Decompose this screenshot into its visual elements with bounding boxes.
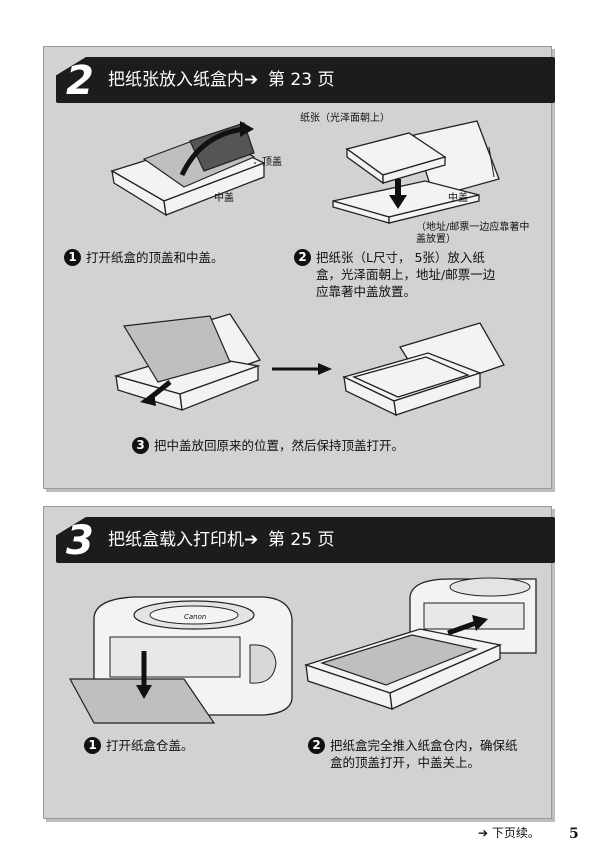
canon-logo: Canon — [184, 613, 206, 621]
step-number-badge: 2 — [294, 249, 311, 266]
page-number: 5 — [569, 826, 579, 842]
step-3-2-text: 把纸盒完全推入纸盒仓内，确保纸 盒的顶盖打开，中盖关上。 — [330, 738, 518, 770]
step-3-page-ref: 第 25 页 — [268, 530, 335, 550]
arrow-right-icon: ➔ — [478, 826, 489, 840]
cassette-open-covers-illustration — [110, 121, 266, 217]
step-3-title: 把纸盒载入打印机 — [108, 530, 244, 550]
label-top-cover: 顶盖 — [262, 157, 282, 168]
insert-cassette-illustration — [303, 577, 537, 710]
label-address-note: （地址/邮票一边应靠著中 盖放置） — [416, 222, 530, 245]
step-2-panel: 2 把纸张放入纸盒内 ➔ 第 23 页 顶盖 中盖 纸张（光泽面朝上） 中盖 （… — [43, 46, 555, 489]
printer-compartment-open-illustration: Canon — [68, 596, 293, 724]
step-2-2-text: 把纸张（L尺寸， 5张）放入纸 盒，光泽面朝上，地址/邮票一边 应靠著中盖放置。 — [316, 250, 496, 299]
paper-insert-illustration — [332, 120, 500, 224]
step-2-header: 2 把纸张放入纸盒内 ➔ 第 23 页 — [56, 57, 555, 103]
step-3-number: 3 — [66, 518, 94, 564]
step-2-page-ref: 第 23 页 — [268, 70, 335, 90]
step-2-3-text: 把中盖放回原来的位置，然后保持顶盖打开。 — [154, 438, 405, 453]
step-number-badge: 1 — [84, 737, 101, 754]
step-number-badge: 3 — [132, 437, 149, 454]
step-2-number: 2 — [66, 58, 94, 104]
step-number-badge: 1 — [64, 249, 81, 266]
label-paper: 纸张（光泽面朝上） — [300, 113, 390, 124]
step-2-1-text: 打开纸盒的顶盖和中盖。 — [86, 250, 224, 265]
step-3-1-text: 打开纸盒仓盖。 — [106, 738, 194, 753]
arrow-right-icon: ➔ — [244, 70, 259, 90]
label-middle-cover: 中盖 — [214, 193, 234, 204]
arrow-right-large-icon — [272, 363, 332, 375]
step-3-header: 3 把纸盒载入打印机 ➔ 第 25 页 — [56, 517, 555, 563]
cassette-top-cover-open-illustration — [342, 322, 505, 417]
step-number-badge: 2 — [308, 737, 325, 754]
step-3-panel: 3 把纸盒载入打印机 ➔ 第 25 页 Canon 1 打开纸盒仓盖。 2 把纸… — [43, 506, 555, 819]
label-middle-cover-right: 中盖 — [448, 193, 468, 204]
arrow-right-icon: ➔ — [244, 530, 259, 550]
continued-text: 下页续。 — [491, 826, 540, 840]
step-2-title: 把纸张放入纸盒内 — [108, 70, 244, 90]
close-middle-cover-illustration — [113, 313, 261, 411]
continued-next-page: ➔ 下页续。 — [478, 824, 540, 841]
